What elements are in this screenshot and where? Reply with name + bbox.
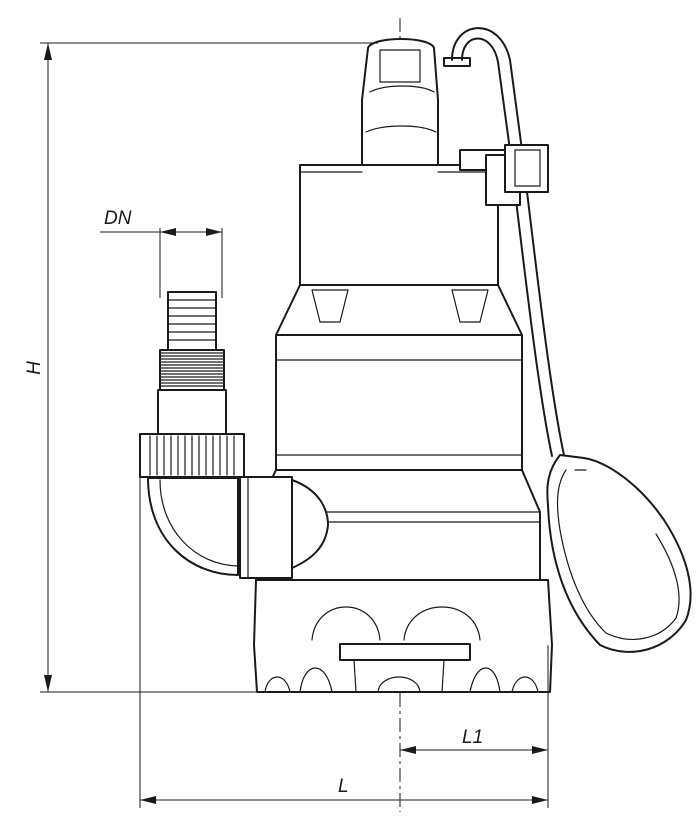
hose-barb xyxy=(167,291,217,351)
power-cable xyxy=(443,27,565,457)
motor-top-housing xyxy=(299,164,499,286)
union-nut xyxy=(139,433,245,478)
motor-shoulder xyxy=(275,284,523,336)
dimension-h-label: H xyxy=(24,361,45,375)
float-switch xyxy=(546,454,692,653)
outlet-elbow xyxy=(147,476,329,579)
dimension-dn xyxy=(100,228,223,298)
dimension-l-label: L xyxy=(338,776,349,797)
dimension-l1-label: L1 xyxy=(462,727,483,748)
lifting-handle xyxy=(361,38,439,166)
dimension-l xyxy=(139,478,548,808)
dimension-l1 xyxy=(400,645,549,808)
pump-base xyxy=(253,579,553,693)
dimension-h xyxy=(40,42,378,693)
motor-body xyxy=(275,334,523,471)
dimension-dn-label: DN xyxy=(104,208,132,229)
cable-clamp xyxy=(459,144,549,206)
threaded-nipple xyxy=(157,349,227,435)
